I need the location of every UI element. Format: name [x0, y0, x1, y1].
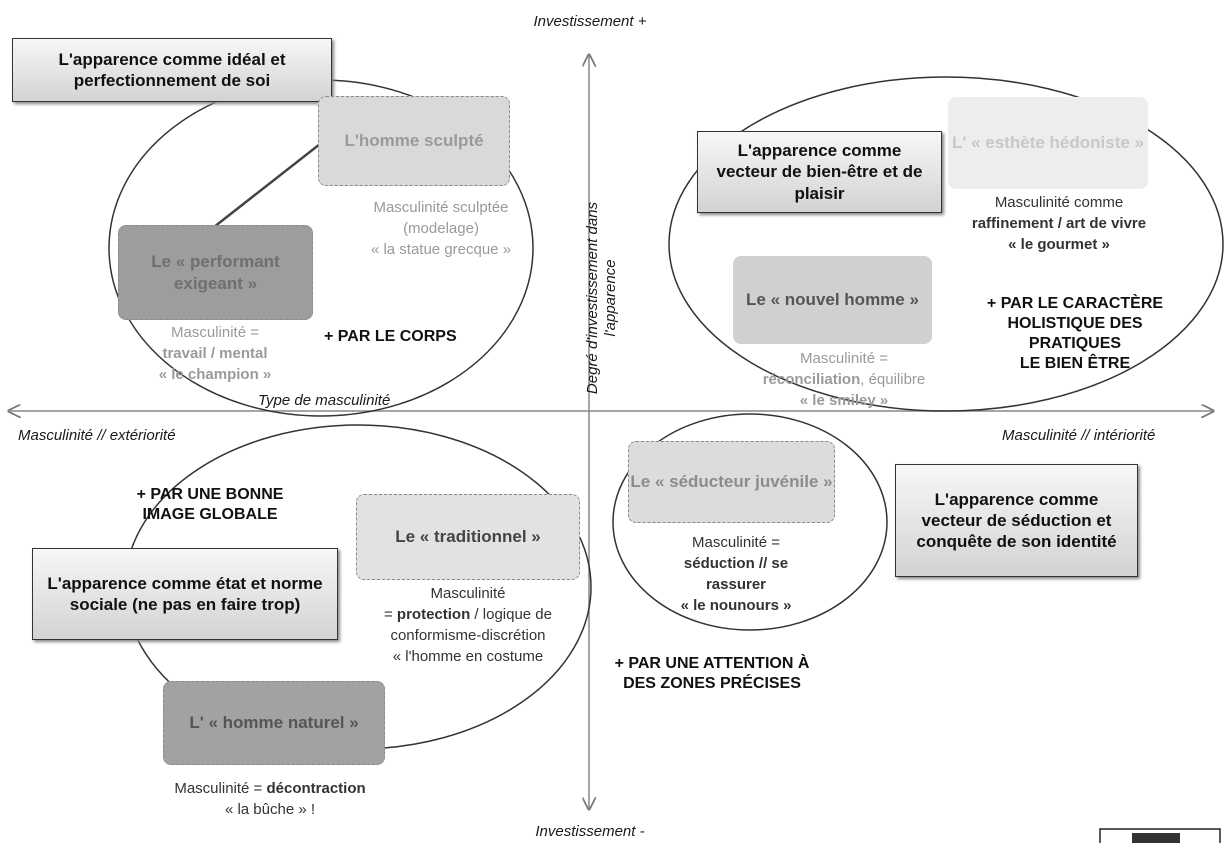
connector-line [213, 143, 321, 228]
type-seducteur-juvenile: Le « séducteur juvénile » [628, 441, 835, 523]
heading-bien-etre: L'apparence comme vecteur de bien-être e… [697, 131, 942, 213]
mode-zones-line2: DES ZONES PRÉCISES [623, 675, 801, 692]
axis-right-label: Masculinité // intériorité [1002, 427, 1156, 444]
mode-holistique-line1: + PAR LE CARACTÈRE [986, 295, 1164, 312]
desc-naturel-line1-start: Masculinité = [174, 780, 267, 797]
desc-naturel-line1-bold: décontraction [266, 780, 366, 797]
desc-traditionnel-line2-bold: protection [396, 606, 471, 623]
axis-left-label: Masculinité // extériorité [18, 427, 176, 444]
desc-seducteur-line1: Masculinité = [692, 534, 780, 551]
desc-seducteur-line3: rassurer [705, 576, 767, 593]
corner-logo [1132, 833, 1180, 843]
heading-seduction: L'apparence comme vecteur de séduction e… [895, 464, 1138, 577]
desc-sculpte-line1: Masculinité sculptée [373, 199, 509, 216]
desc-seducteur: Masculinité = séduction // se rassurer «… [636, 532, 836, 616]
desc-traditionnel-line2: = protection / logique de [348, 604, 588, 625]
desc-performant-line1: Masculinité = [171, 324, 259, 341]
desc-naturel: Masculinité = décontraction « la bûche »… [140, 778, 400, 820]
desc-performant-line3: « le champion » [158, 366, 272, 383]
desc-traditionnel-line2-rest: / logique de [470, 606, 552, 623]
desc-esthete-line3: « le gourmet » [1008, 236, 1110, 253]
desc-nouvel-line2: réconciliation, équilibre [724, 369, 964, 390]
desc-traditionnel-line4: « l'homme en costume [392, 648, 544, 665]
desc-nouvel-line3: « le smiley » [799, 392, 889, 409]
vertical-axis-title-line2: l'apparence [602, 259, 619, 337]
type-performant-exigeant: Le « performant exigeant » [118, 225, 313, 320]
desc-nouvel-line2-rest: , équilibre [860, 371, 926, 388]
type-homme-naturel: L' « homme naturel » [163, 681, 385, 765]
desc-naturel-line1: Masculinité = décontraction [140, 778, 400, 799]
desc-performant: Masculinité = travail / mental « le cham… [110, 322, 320, 385]
axis-top-label: Investissement + [533, 13, 647, 30]
desc-naturel-line2: « la bûche » ! [224, 801, 316, 818]
desc-sculpte: Masculinité sculptée (modelage) « la sta… [336, 197, 546, 260]
vertical-axis-title: Degré d'investissement dans l'apparence [584, 158, 620, 438]
desc-nouvel-line1: Masculinité = [800, 350, 888, 367]
desc-performant-line2: travail / mental [162, 345, 268, 362]
desc-traditionnel-line1: Masculinité [430, 585, 506, 602]
desc-sculpte-line3: « la statue grecque » [370, 241, 512, 258]
corner-frame [1099, 828, 1221, 843]
type-esthete-hedoniste: L' « esthète hédoniste » [948, 97, 1148, 189]
desc-traditionnel-line3: conformisme-discrétion [390, 627, 546, 644]
axis-bottom-label: Investissement - [535, 823, 645, 840]
mode-zones-precises: + PAR UNE ATTENTION À DES ZONES PRÉCISES [587, 654, 837, 694]
desc-sculpte-line2: (modelage) [403, 220, 479, 237]
heading-etat: L'apparence comme état et norme sociale … [32, 548, 338, 640]
desc-traditionnel-line2-eq: = [383, 606, 397, 623]
desc-seducteur-line2: séduction // se [683, 555, 789, 572]
type-traditionnel: Le « traditionnel » [356, 494, 580, 580]
mode-holistique-line3: PRATIQUES [1028, 335, 1122, 352]
vertical-axis-title-line1: Degré d'investissement dans [584, 201, 601, 395]
desc-seducteur-line4: « le nounours » [680, 597, 792, 614]
desc-nouvel: Masculinité = réconciliation, équilibre … [724, 348, 964, 411]
mode-holistique-line2: HOLISTIQUE DES [1007, 315, 1143, 332]
mode-image-globale: + PAR UNE BONNE IMAGE GLOBALE [100, 485, 320, 525]
ellipse-top-right [668, 76, 1224, 412]
horizontal-axis-title: Type de masculinité [258, 392, 391, 409]
desc-esthete-line1: Masculinité comme [994, 194, 1124, 211]
mode-image-line1: + PAR UNE BONNE [136, 486, 284, 503]
heading-ideal: L'apparence comme idéal et perfectionnem… [12, 38, 332, 102]
desc-nouvel-line2-bold: réconciliation [762, 371, 861, 388]
desc-esthete: Masculinité comme raffinement / art de v… [934, 192, 1184, 255]
desc-traditionnel: Masculinité = protection / logique de co… [348, 583, 588, 667]
desc-esthete-line2: raffinement / art de vivre [971, 215, 1147, 232]
mode-corps: + PAR LE CORPS [324, 328, 457, 345]
mode-holistique: + PAR LE CARACTÈRE HOLISTIQUE DES PRATIQ… [960, 294, 1190, 374]
mode-holistique-line4: LE BIEN ÊTRE [1019, 355, 1131, 372]
type-homme-sculpte: L'homme sculpté [318, 96, 510, 186]
mode-zones-line1: + PAR UNE ATTENTION À [614, 655, 810, 672]
type-nouvel-homme: Le « nouvel homme » [733, 256, 932, 344]
ellipse-bottom-right [612, 413, 888, 631]
mode-image-line2: IMAGE GLOBALE [142, 506, 278, 523]
